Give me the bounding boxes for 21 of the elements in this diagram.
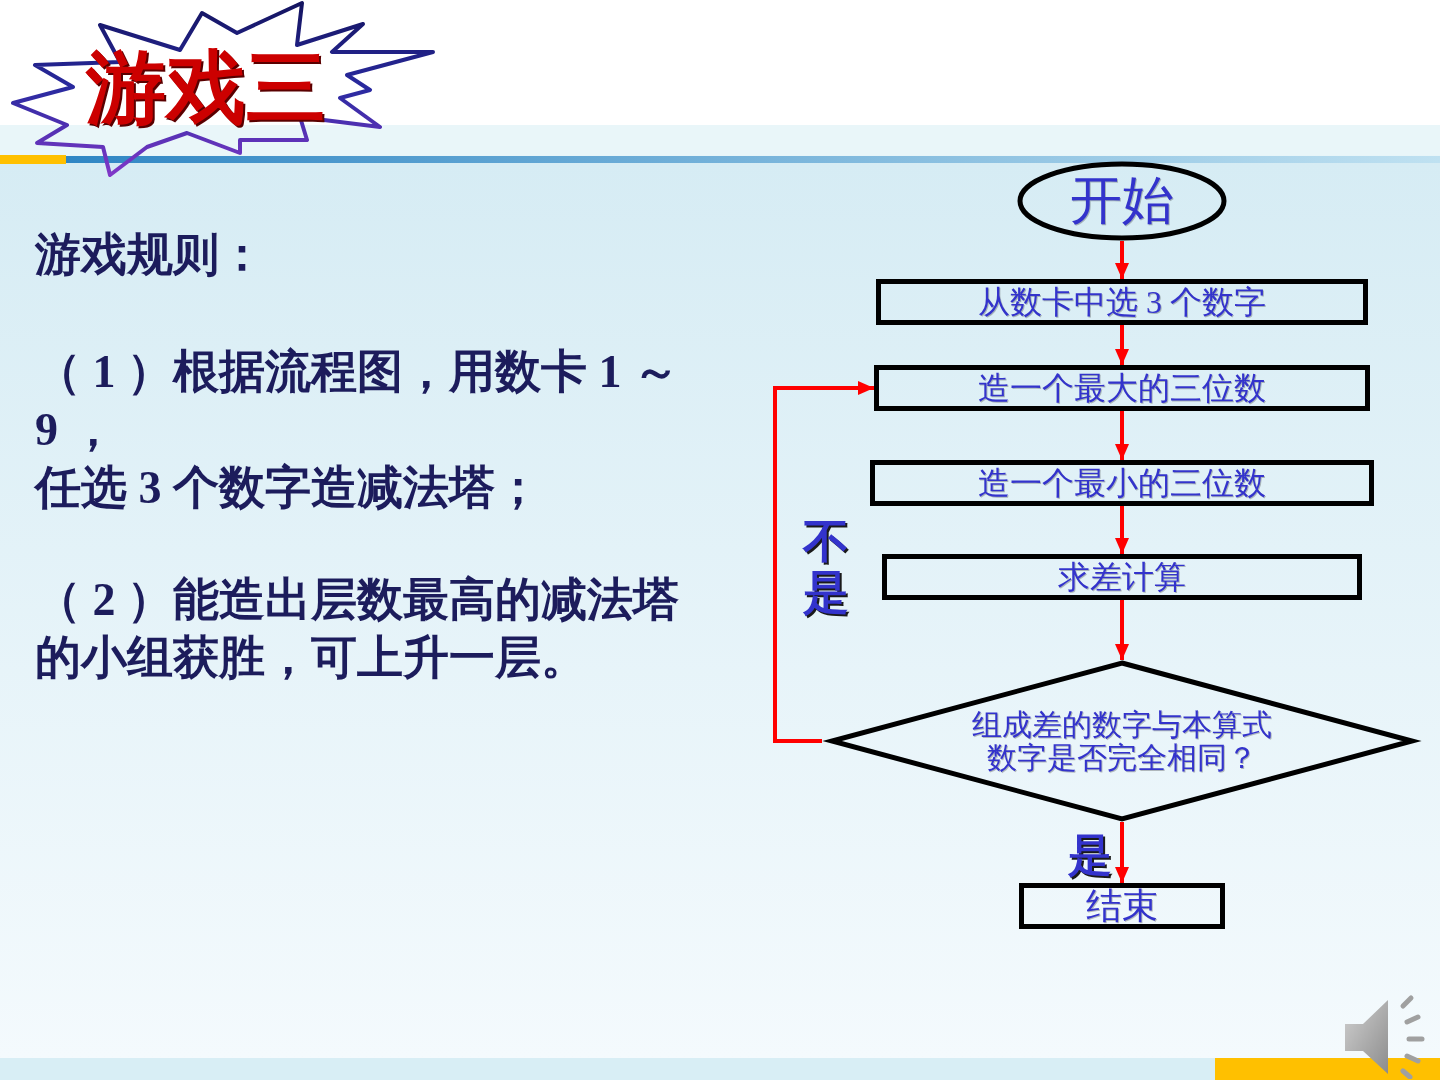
process-box: 从数卡中选 3 个数字 (876, 279, 1368, 325)
process-box: 造一个最小的三位数 (870, 460, 1374, 506)
terminal-box: 结束 (1019, 883, 1225, 929)
terminal-ellipse: 开始 (1017, 161, 1227, 241)
edge-label: 是 (1068, 834, 1112, 878)
edge-label: 不是 (803, 517, 849, 619)
process-box: 求差计算 (882, 554, 1362, 600)
flow-arrow (773, 381, 874, 743)
flow-arrow (1115, 411, 1129, 460)
flow-arrow (1115, 600, 1129, 660)
process-box: 造一个最大的三位数 (874, 365, 1370, 411)
rules-heading: 游戏规则： (35, 228, 266, 282)
flow-arrow (1115, 822, 1129, 883)
flow-arrow (1115, 325, 1129, 365)
slide-title: 游戏三 (86, 48, 326, 128)
rule-text: 任选 3 个数字造减法塔； (35, 461, 542, 515)
decision-diamond: 组成差的数字与本算式数字是否完全相同？ (822, 660, 1422, 822)
flow-arrow (1115, 506, 1129, 554)
rule-text: （ 1 ）根据流程图，用数卡 1 ～ 9 ， (35, 345, 680, 457)
rule-text: （ 2 ）能造出层数最高的减法塔的小组获胜，可上升一层。 (35, 573, 680, 685)
flow-arrow (1115, 241, 1129, 279)
